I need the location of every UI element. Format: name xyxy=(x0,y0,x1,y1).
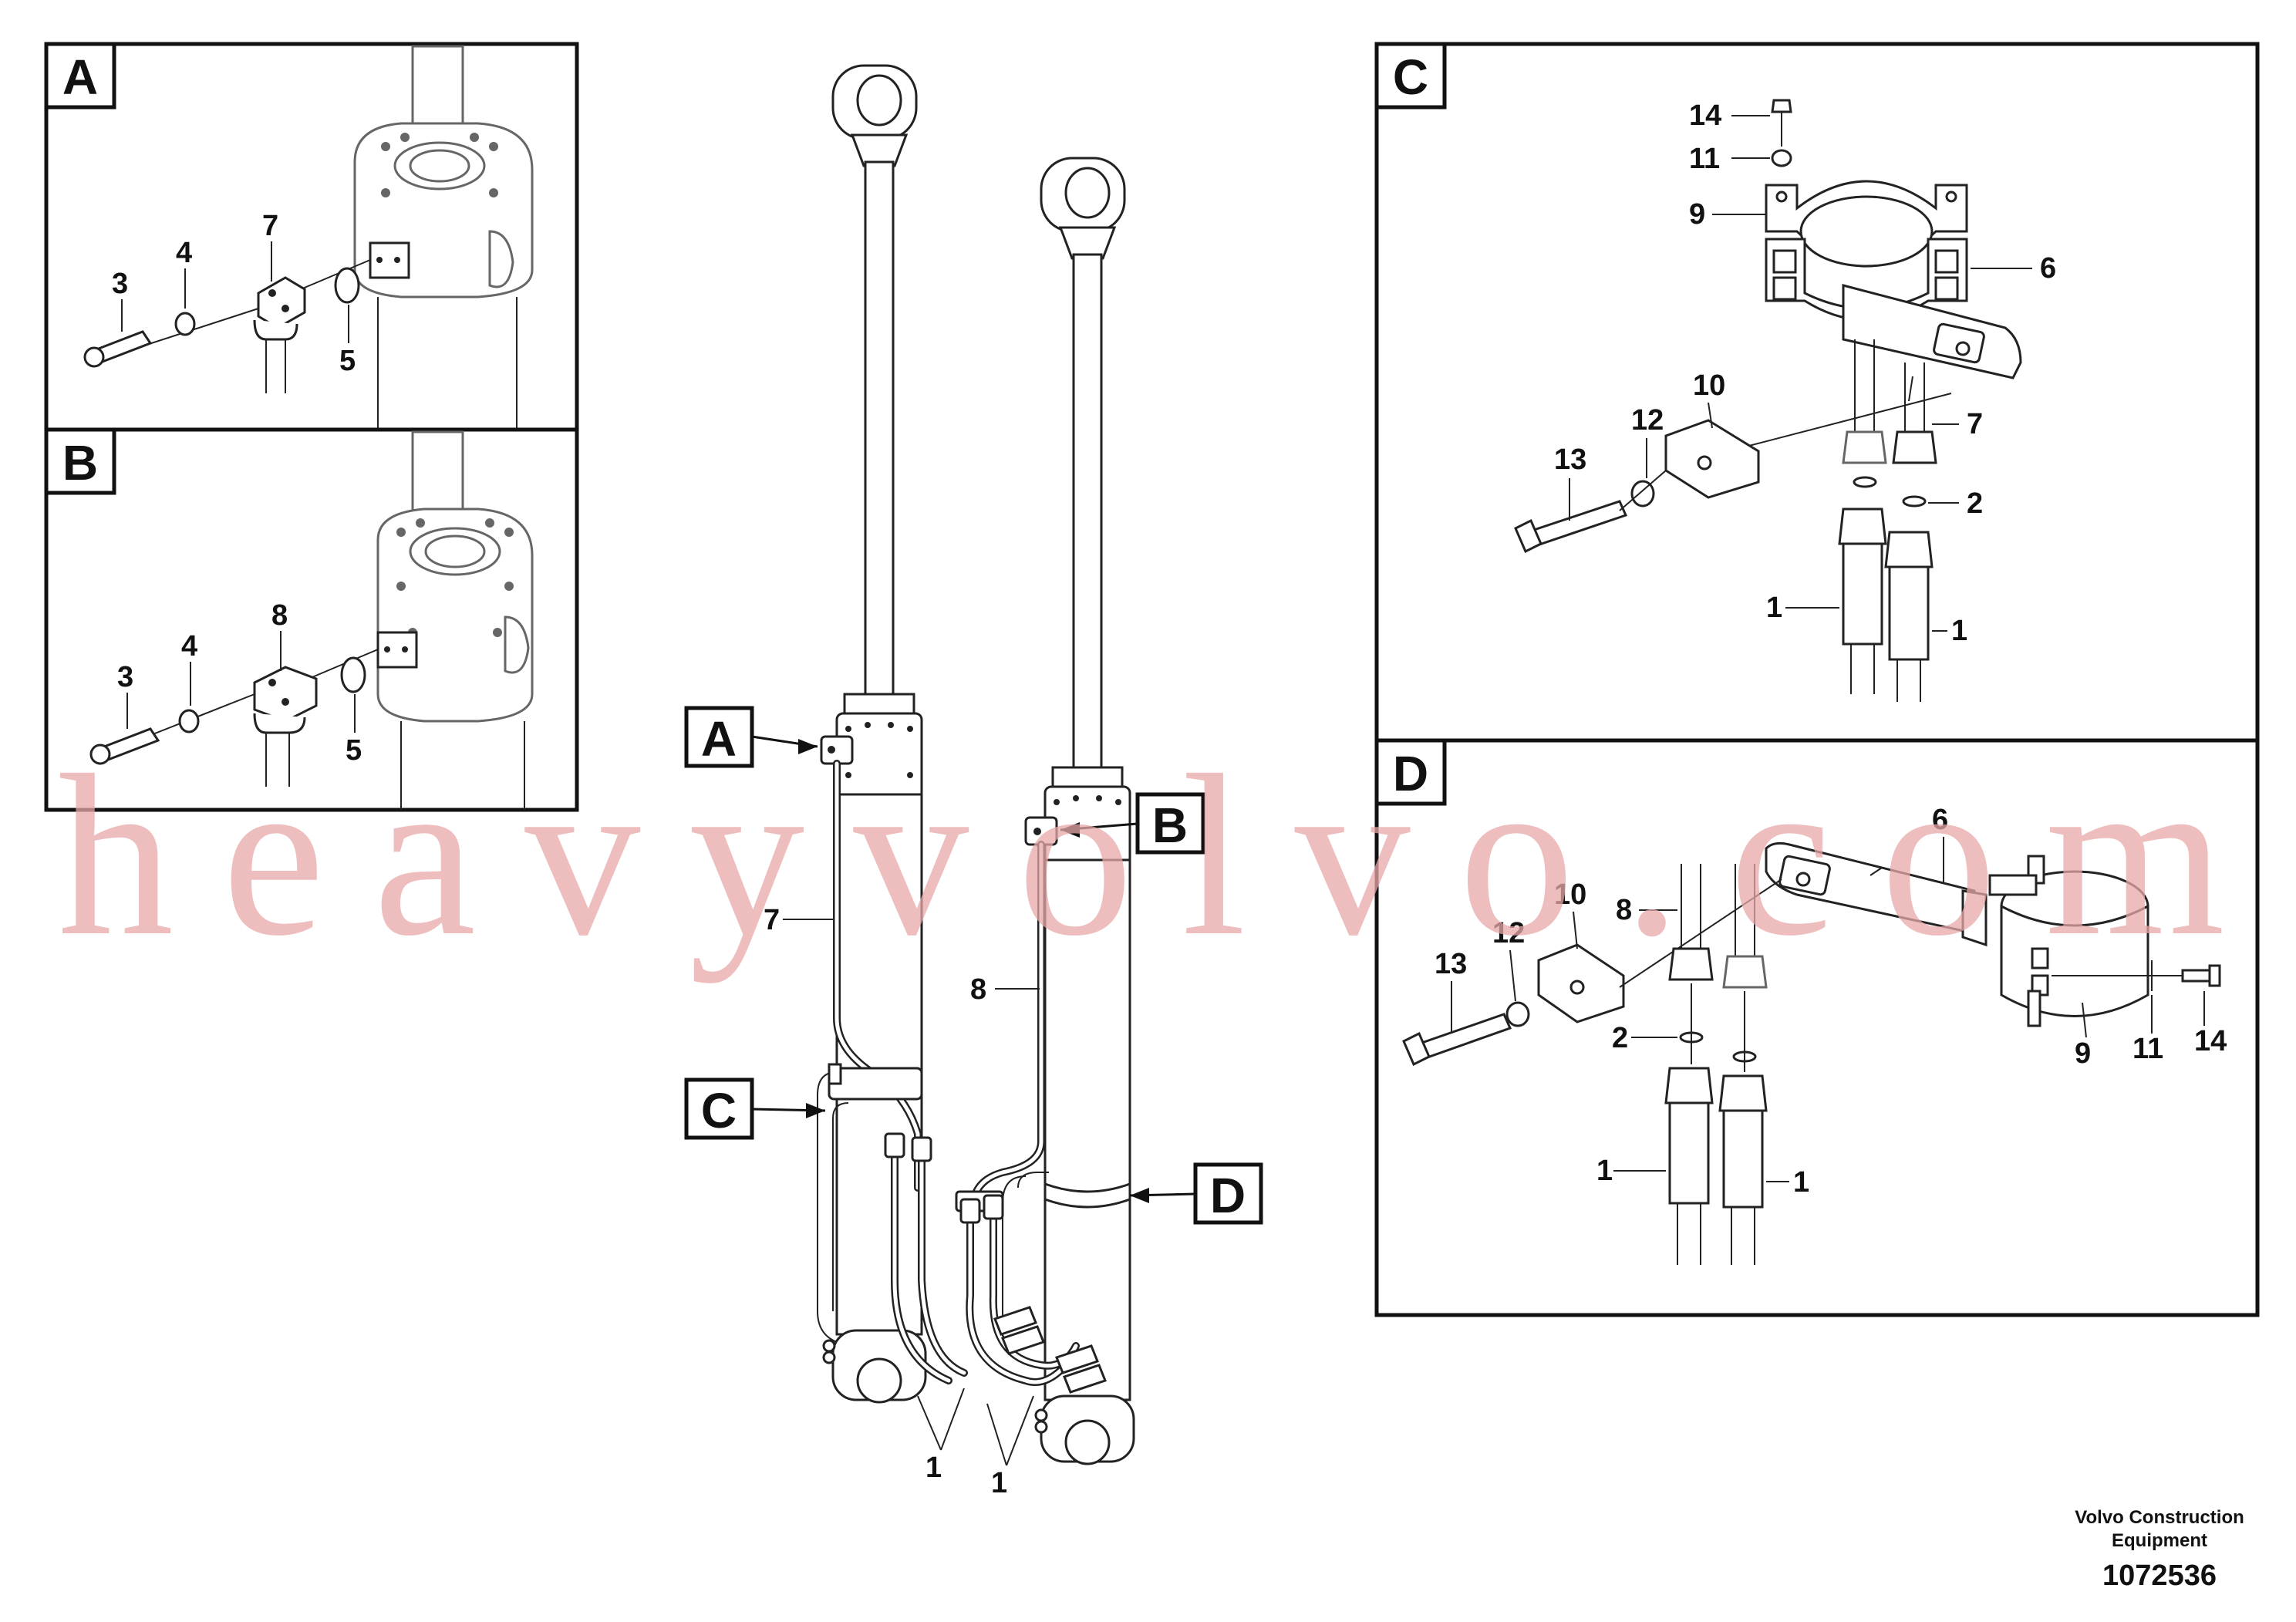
part-label-detail-D-hose-right: 1 xyxy=(1793,1166,1809,1199)
callout-A: A xyxy=(684,706,818,768)
part-label-detail-C-clamp: 9 xyxy=(1689,198,1705,231)
part-label-detail-D-block: 10 xyxy=(1554,878,1586,911)
part-label-detail-C-oring: 2 xyxy=(1967,487,1983,520)
flange-bolts-right xyxy=(1054,795,1121,805)
part-label-detail-A-flange: 7 xyxy=(262,210,278,242)
right-cylinder xyxy=(1034,157,1135,1465)
part-label-panel-labels-C: C xyxy=(1393,49,1428,105)
part-label-main-labels-hoses-right: 1 xyxy=(991,1467,1007,1499)
part-label-detail-D-bolt: 13 xyxy=(1435,948,1467,980)
part-label-detail-C-washer: 12 xyxy=(1631,404,1664,437)
part-label-panel-labels-B: B xyxy=(62,435,98,491)
part-label-main-labels-hoses-left: 1 xyxy=(925,1452,942,1484)
part-label-detail-A-bolt: 3 xyxy=(112,268,128,300)
part-label-detail-C-hose-7: 7 xyxy=(1967,408,1983,440)
part-label-detail-D-clamp: 9 xyxy=(2075,1037,2091,1070)
callout-C: C xyxy=(684,1077,826,1140)
part-label-detail-B-washer: 4 xyxy=(181,630,197,663)
part-label-detail-A-oring: 5 xyxy=(339,345,356,377)
part-label-detail-A-washer: 4 xyxy=(176,237,192,269)
part-label-detail-B-flange: 8 xyxy=(271,599,288,632)
label-hose-7: 7 xyxy=(764,904,780,936)
part-label-detail-B-bolt: 3 xyxy=(117,661,133,693)
part-label-detail-C-hose-left: 1 xyxy=(1766,592,1782,624)
main-assembly: A B C D 7 8 1 xyxy=(684,64,1263,1499)
callout-B: B xyxy=(1060,792,1205,855)
part-label-panel-labels-D: D xyxy=(1393,746,1428,801)
flange-bolts-left xyxy=(845,722,913,778)
part-label-callouts-C: C xyxy=(701,1083,737,1138)
part-label-detail-D-hose-left: 1 xyxy=(1596,1155,1613,1187)
part-label-detail-B-oring: 5 xyxy=(346,734,362,767)
part-label-detail-D-bracket: 6 xyxy=(1932,804,1948,836)
part-label-detail-C-block: 10 xyxy=(1693,369,1725,402)
footer-block: Volvo Construction Equipment 1072536 xyxy=(2075,1507,2244,1592)
part-label-detail-D-oring: 2 xyxy=(1612,1022,1628,1054)
part-label-detail-C-bracket: 6 xyxy=(2040,252,2056,285)
part-label-footer-brand-line1: Volvo Construction xyxy=(2075,1507,2244,1528)
part-label-detail-C-bolt: 13 xyxy=(1554,443,1586,476)
part-label-panel-labels-A: A xyxy=(62,49,98,105)
part-label-detail-C-hose-right: 1 xyxy=(1951,615,1967,647)
detail-panel-A: A 3 4 7 5 xyxy=(44,42,579,432)
part-label-callouts-B: B xyxy=(1152,798,1188,853)
label-hoses-1-right: 1 xyxy=(986,1395,1034,1499)
detail-panel-B: B 3 4 8 5 xyxy=(44,427,579,812)
callout-D: D xyxy=(1129,1162,1263,1225)
part-label-footer-brand-line2: Equipment xyxy=(2112,1530,2207,1551)
part-label-detail-C-washer-small: 11 xyxy=(1689,143,1720,175)
watermark: heavyvolvo.com xyxy=(58,727,2225,984)
part-label-detail-D-hose-8: 8 xyxy=(1616,894,1632,926)
label-hoses-1-left: 1 xyxy=(917,1388,965,1484)
drawing-number: 1072536 xyxy=(2102,1560,2217,1592)
part-label-callouts-A: A xyxy=(701,711,737,767)
part-label-callouts-D: D xyxy=(1210,1168,1246,1223)
flexible-hoses xyxy=(884,1132,1107,1394)
detail-panel-D: D xyxy=(1374,738,2260,1317)
left-cylinder xyxy=(822,64,927,1404)
part-label-detail-C-screw: 14 xyxy=(1689,99,1721,132)
part-label-detail-D-screw: 14 xyxy=(2194,1025,2227,1057)
part-label-detail-D-washer-small: 11 xyxy=(2132,1033,2163,1065)
detail-panel-C: C xyxy=(1374,42,2260,743)
label-hose-8: 8 xyxy=(970,973,986,1006)
part-label-detail-D-washer: 12 xyxy=(1492,917,1525,949)
